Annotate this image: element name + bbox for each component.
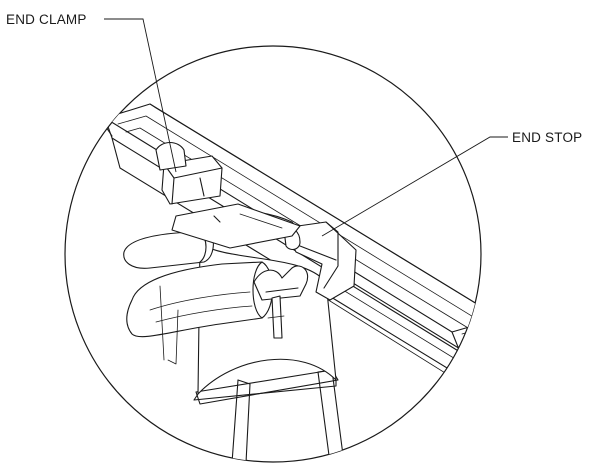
end-stop-part — [283, 221, 357, 301]
cross-rod — [123, 231, 214, 365]
wing-nut — [253, 265, 309, 339]
pipe — [126, 261, 273, 338]
end-clamp-part — [155, 141, 223, 205]
mounting-plate — [171, 203, 301, 249]
end-clamp-label: END CLAMP — [6, 12, 87, 27]
end-clamp-leader — [104, 18, 177, 173]
end-stop-leader — [321, 136, 508, 237]
end-stop-label: END STOP — [512, 130, 582, 145]
